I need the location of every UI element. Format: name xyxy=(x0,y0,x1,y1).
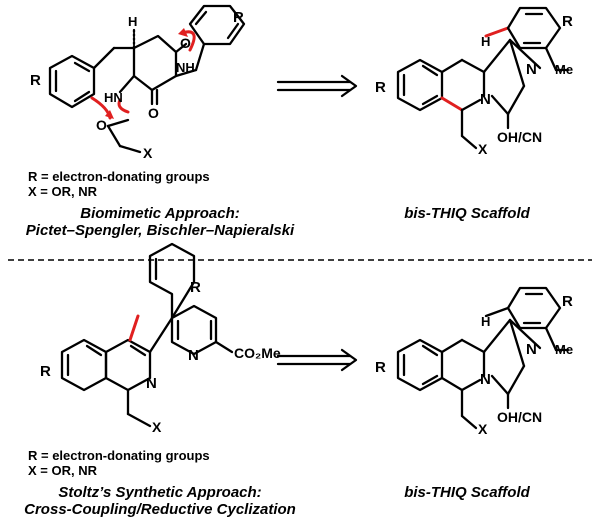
product-substituent-R-right: R xyxy=(562,13,573,30)
product-substituent-R: R xyxy=(375,79,386,96)
substituent-R2-bottom: R xyxy=(190,279,201,296)
product-methyl: Me xyxy=(555,62,573,77)
note-R-definition: R = electron-donating groups xyxy=(28,169,210,184)
product-label-bottom: bis-THIQ Scaffold xyxy=(404,484,530,501)
product-nitrogen-1: N xyxy=(480,91,491,108)
leaving-group-X: X xyxy=(143,145,153,161)
pyridine-nitrogen-1: N xyxy=(146,375,157,392)
carbonyl-oxygen-2: O xyxy=(148,105,159,121)
product-hydroxyl-cyano-bottom: OH/CN xyxy=(497,409,542,425)
substituent-R-bottom: R xyxy=(40,363,51,380)
aldehyde-oxygen: O xyxy=(96,117,107,133)
product-hydroxyl-cyano: OH/CN xyxy=(497,129,542,145)
product-arene-right xyxy=(506,6,562,50)
substituent-R: R xyxy=(30,72,41,89)
approach-title-bottom: Stoltz’s Synthetic Approach: xyxy=(58,484,261,501)
substituent-R-right: R xyxy=(233,9,244,26)
diketopiperazine-ring xyxy=(132,34,178,92)
product-methyl-bottom: Me xyxy=(555,342,573,357)
product-substituent-R2-bottom: R xyxy=(562,293,573,310)
isoquinoline2-benzo-ring xyxy=(148,242,196,320)
product-nitrogen-2: N xyxy=(526,61,537,78)
product-hydrogen-bottom: H xyxy=(481,314,490,329)
pyridine-nitrogen-2: N xyxy=(188,347,199,364)
amide-NH: NH xyxy=(176,60,195,75)
bottom-substrate: R R N N X CO₂Me xyxy=(40,242,281,435)
methyl-ester: CO₂Me xyxy=(234,345,281,361)
amide-HN: HN xyxy=(104,90,123,105)
retro-arrow-top xyxy=(276,74,358,98)
leaving-group-X-bottom: X xyxy=(152,419,162,435)
isoquinoline-pyridine-ring xyxy=(104,338,152,392)
mechanism-arrow-3 xyxy=(184,30,196,52)
retro-arrow-bottom xyxy=(276,348,358,372)
product-nitrogen-1-bottom: N xyxy=(480,371,491,388)
mechanism-arrow-2 xyxy=(117,98,130,114)
product-leaving-group-X: X xyxy=(478,141,488,157)
top-substrate: R R H O O NH HN O X xyxy=(30,4,246,161)
carbonyl-oxygen-1: O xyxy=(180,35,191,51)
note-X-definition-bottom: X = OR, NR xyxy=(28,463,98,478)
benzene-ring-right xyxy=(188,4,246,46)
product-label-top: bis-THIQ Scaffold xyxy=(404,205,530,222)
product-substituent-R-bottom: R xyxy=(375,359,386,376)
product-leaving-group-X-bottom: X xyxy=(478,421,488,437)
note-X-definition: X = OR, NR xyxy=(28,184,98,199)
alpha-hydrogen: H xyxy=(128,14,137,29)
product-nitrogen-2-bottom: N xyxy=(526,341,537,358)
note-R-definition-bottom: R = electron-donating groups xyxy=(28,448,210,463)
approach-methods-bottom: Cross-Coupling/Reductive Cyclization xyxy=(24,501,296,518)
bottom-product: R R N N H Me X OH/CN xyxy=(375,286,573,437)
product-arene-right-bottom xyxy=(506,286,562,330)
approach-title-top: Biomimetic Approach: xyxy=(80,205,239,222)
approach-methods-top: Pictet–Spengler, Bischler–Napieralski xyxy=(26,222,295,239)
top-product: R R N N H Me X OH/CN xyxy=(375,6,573,157)
product-hydrogen: H xyxy=(481,34,490,49)
